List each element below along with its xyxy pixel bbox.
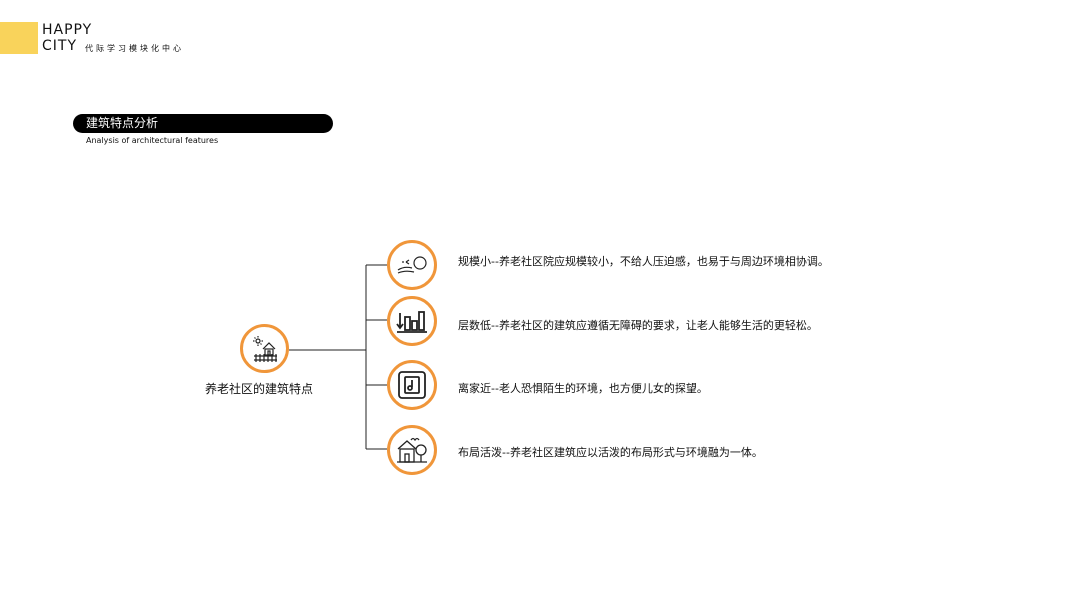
center-label: 养老社区的建筑特点 <box>205 382 314 396</box>
feature-near-home-text: 离家近--老人恐惧陌生的环境，也方便儿女的探望。 <box>458 382 708 395</box>
people-scale-icon <box>387 240 437 290</box>
house-tree-icon <box>387 425 437 475</box>
feature-scale-text: 规模小--养老社区院应规模较小，不给人压迫感，也易于与周边环境相协调。 <box>458 255 829 268</box>
feature-layout-text: 布局活泼--养老社区建筑应以活泼的布局形式与环境融为一体。 <box>458 446 763 459</box>
brand-line-happy: HAPPY <box>42 22 93 38</box>
low-buildings-icon <box>387 296 437 346</box>
feature-floors-text: 层数低--养老社区的建筑应遵循无障碍的要求，让老人能够生活的更轻松。 <box>458 319 818 332</box>
brand-color-block <box>0 22 38 54</box>
brand-line-city: CITY <box>42 38 78 54</box>
section-subtitle-en: Analysis of architectural features <box>86 136 219 145</box>
section-title: 建筑特点分析 <box>73 114 333 133</box>
brand-subtitle: 代际学习模块化中心 <box>85 44 184 53</box>
door-icon <box>387 360 437 410</box>
house-with-fence-icon <box>240 324 289 373</box>
